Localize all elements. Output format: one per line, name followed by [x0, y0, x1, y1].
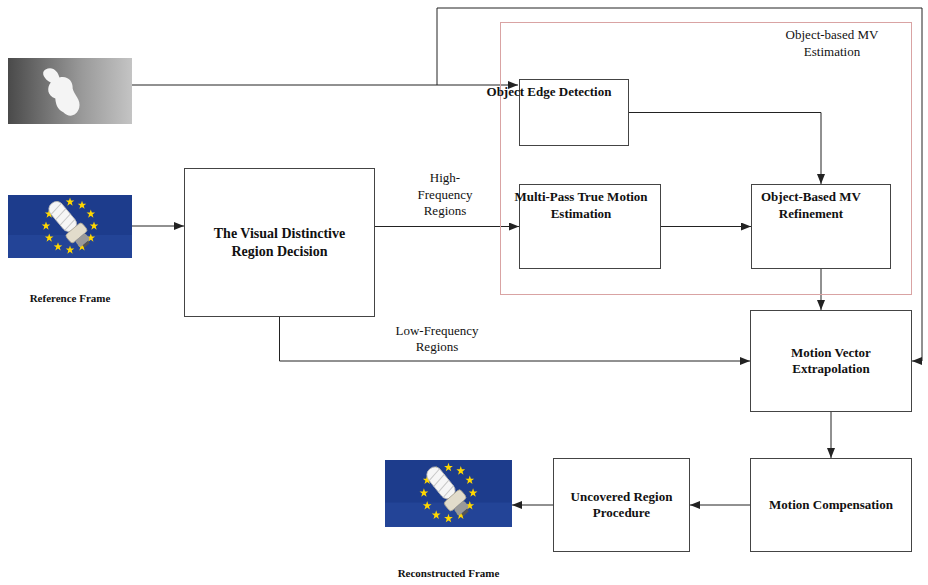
process-box: Uncovered Region Procedure: [553, 458, 690, 552]
box-label: Motion Vector Extrapolation: [759, 345, 903, 378]
reference-frame-image: [8, 195, 132, 258]
flow-arrow: [661, 226, 751, 227]
process-box: Object-Based MV Refinement: [751, 184, 891, 269]
box-label: Multi-Pass True Motion Estimation: [506, 189, 656, 223]
frame-image-node: Reconstructed Frame: [385, 460, 512, 582]
frame-image-node: Reference Frame: [8, 195, 132, 307]
box-label: Uncovered Region Procedure: [562, 489, 681, 522]
flow-arrow: [629, 113, 821, 185]
box-label: The Visual Distinctive Region Decision: [193, 225, 366, 260]
flow-arrow: [280, 317, 751, 361]
group-box: Object-based MV EstimationObject Edge De…: [500, 22, 912, 295]
depth-map-image: [8, 58, 132, 124]
depth-wire: [132, 8, 922, 361]
process-box: Motion Vector Extrapolation: [750, 310, 912, 412]
flow-arrow: [831, 412, 832, 458]
box-label: Object Edge Detection: [474, 84, 624, 101]
edge-label: Low-Frequency Regions: [382, 323, 492, 356]
flow-arrow: [375, 226, 519, 227]
image-caption: Reconstructed Frame: [385, 567, 512, 580]
box-label: Object-Based MV Refinement: [736, 189, 886, 223]
process-box: Motion Compensation: [750, 458, 912, 552]
process-box: Multi-Pass True Motion Estimation: [519, 184, 661, 269]
flow-arrow: [821, 269, 822, 310]
flow-arrow: [132, 226, 184, 227]
edge-label: High-Frequency Regions: [410, 170, 480, 219]
image-caption: Reference Frame: [8, 292, 132, 305]
reconstructed-frame-image: [385, 460, 512, 527]
process-box: Object Edge Detection: [519, 79, 629, 146]
flow-arrow: [690, 505, 750, 506]
box-label: Motion Compensation: [759, 497, 903, 513]
process-box: The Visual Distinctive Region Decision: [184, 168, 375, 317]
group-label: Object-based MV Estimation: [757, 27, 907, 61]
flow-arrow: [512, 505, 553, 506]
